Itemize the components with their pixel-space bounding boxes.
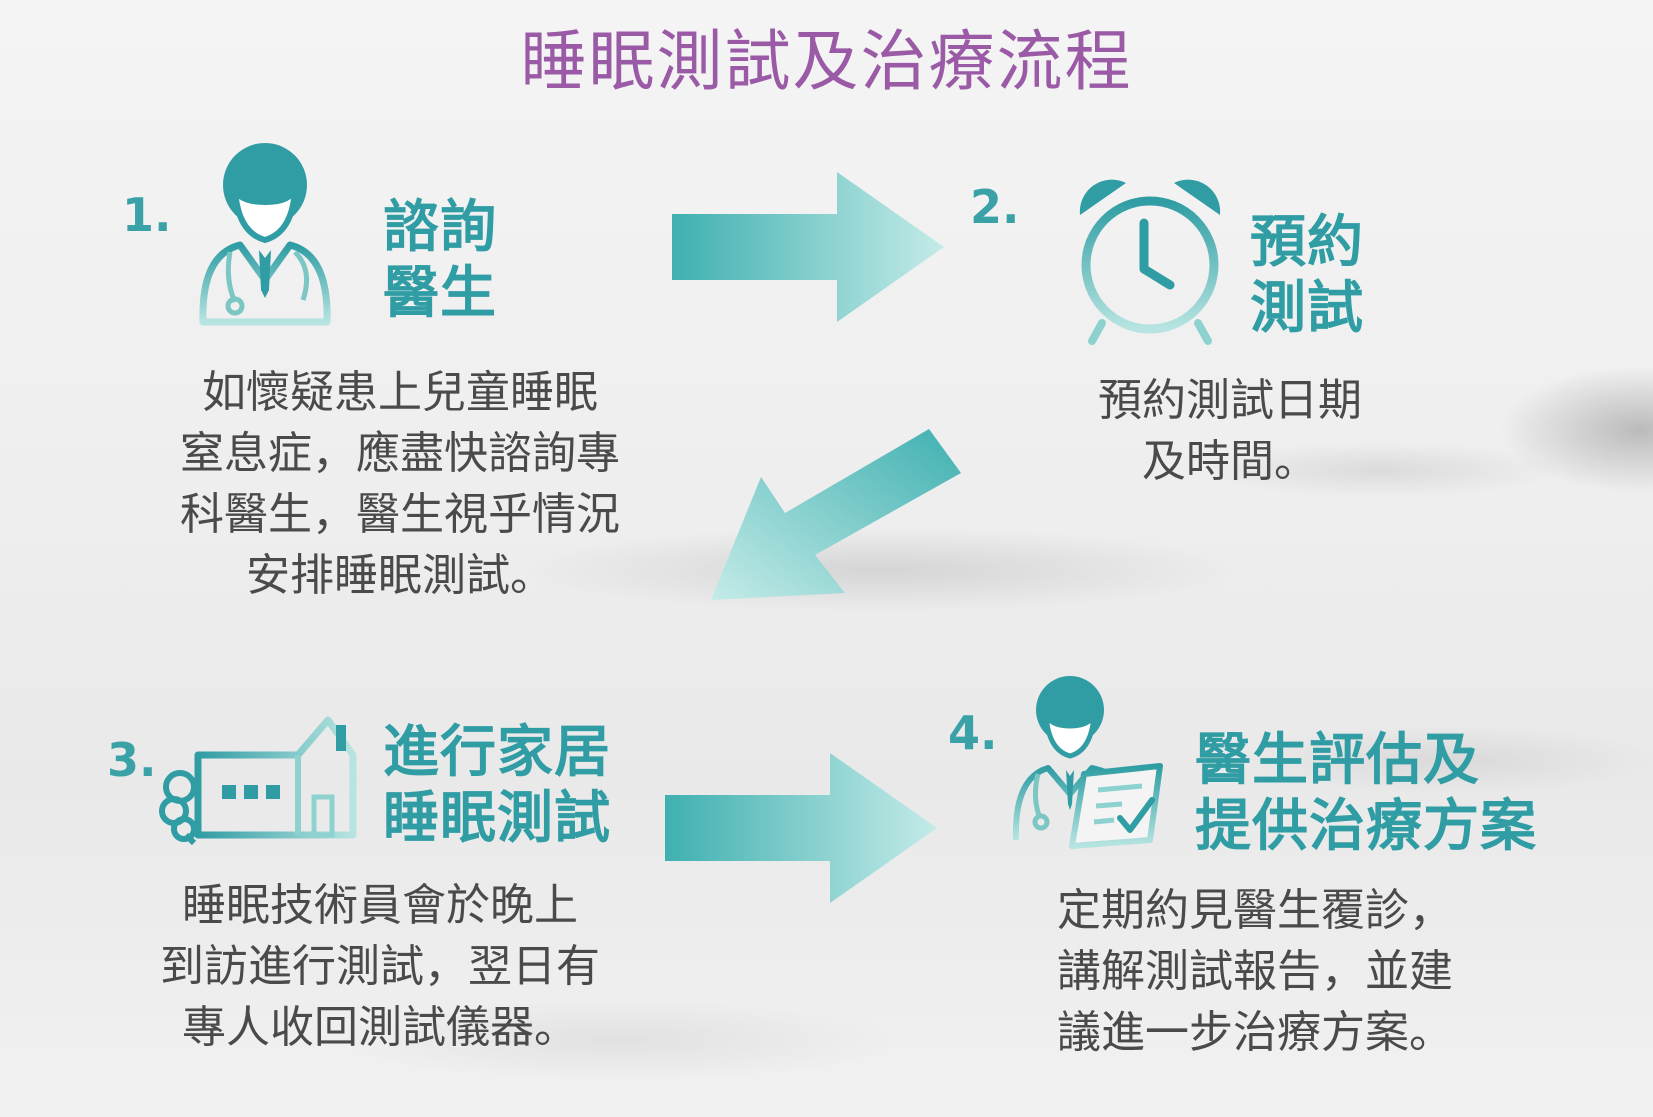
step-3-heading: 進行家居 睡眠測試 (383, 720, 611, 851)
step-2-heading: 預約 測試 (1250, 210, 1364, 341)
step-1-heading: 諮詢 醫生 (383, 195, 497, 326)
step-2-description: 預約測試日期 及時間。 (1098, 375, 1362, 487)
doctor-icon (195, 130, 355, 330)
step-4-heading: 醫生評估及 提供治療方案 (1195, 728, 1537, 859)
alarm-clock-icon (1070, 175, 1230, 345)
step-4-number: 4. (948, 706, 998, 760)
step-2-number: 2. (970, 180, 1020, 234)
page-title: 睡眠測試及治療流程 (520, 23, 1133, 100)
arrow-down-left-icon (705, 425, 965, 605)
arrow-right-icon (672, 172, 952, 322)
step-1-number: 1. (122, 188, 172, 242)
doctor-report-icon (1010, 668, 1170, 849)
step-3-description: 睡眠技術員會於晚上 到訪進行測試，翌日有 專人收回測試儀器。 (160, 880, 600, 1053)
house-icon (158, 715, 358, 846)
step-3-number: 3. (107, 733, 157, 787)
arrow-right-icon (665, 753, 945, 903)
step-1-description: 如懷疑患上兒童睡眠 窒息症，應盡快諮詢專 科醫生，醫生視乎情況 安排睡眠測試。 (180, 367, 620, 601)
step-4-description: 定期約見醫生覆診， 講解測試報告，並建 議進一步治療方案。 (1057, 885, 1453, 1058)
